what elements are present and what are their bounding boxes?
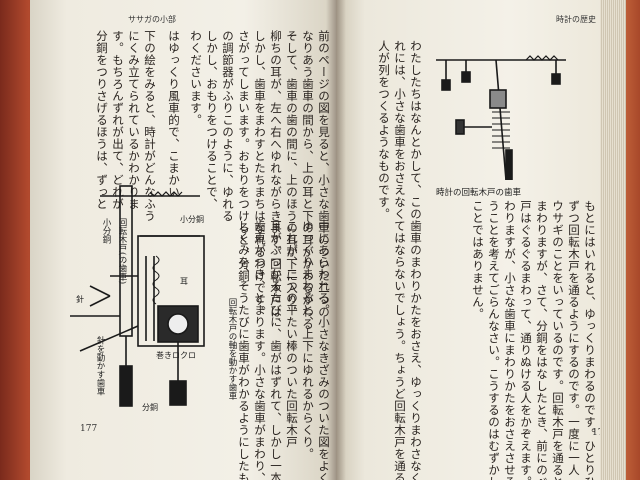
left-page-number: 177 [80, 424, 98, 434]
left-text-col: しかし、歯車をまわすとたちまちはなれるわけです。 [253, 30, 267, 318]
right-text-col: うことを考えてごらんなさい。こうするのはむずかしい [487, 200, 501, 480]
right-text-col: ウサギのことをいっているのです。回転木戸を通るときは、 [551, 200, 565, 480]
left-text-col: の調節器がふりこのように、ゆれる [221, 30, 235, 222]
escapement-figure [436, 55, 566, 180]
figure-label: 巻きロクロ [156, 351, 196, 360]
figure-caption: 時計の回転木戸の歯車 [436, 188, 522, 198]
figure-label: 小分銅 [180, 215, 204, 224]
figure-label: 針を動かす歯車 [95, 336, 105, 396]
left-text-col: 下の絵をみると、時計がどんなふう [143, 30, 157, 222]
left-text-col: 分銅をつりさげるほうは、ずっと [95, 30, 109, 210]
right-text-col: 戸はぐるぐるまわって、通りぬける人をかぞえます。 [519, 200, 533, 480]
right-running-head: 時計の歴史 [556, 15, 596, 24]
right-text-col: ずつ回転木戸を通るようにするのです。一度に一人 [567, 200, 581, 476]
right-text-col: わたしたちはなんとかして、この歯車のまわりかたをおさえ、ゆっくりまわさなくてはな… [409, 40, 423, 480]
right-text-col: れには、小さな歯車をおさえなくてはならないでしょう。ちょうど回転木戸を通る [393, 40, 407, 480]
left-text-col: 柳ちの耳が、左へ右へゆれながらきます。回転木戸は、 [269, 30, 283, 330]
right-text-col: 人が列をつくるようなものです。 [377, 40, 391, 220]
figure-label: 回転木戸の軸を動かす歯車 [227, 298, 237, 400]
left-text-col: にくみ立てられているかわかりま [127, 30, 141, 210]
right-text-col: まわりますが、さて、分銅をはなしたとき、前にのべたように、大 [535, 200, 549, 480]
figure-label: 小分銅 [101, 218, 111, 244]
left-text-col: 中にあらわれる。小さなきざみのついた図をよく見てください。回転木戸、つまり歯車を [317, 220, 331, 480]
left-page: ササガの小部 前のページの図を見ると、小さな歯車のついた二つの なりあう歯車の間… [30, 0, 336, 480]
right-text-col: もとにはいれると、ゆっくりまわるのです。ひとりひとり [583, 200, 597, 480]
figure-label: 分銅 [142, 403, 158, 412]
figure-label: 回転木戸(の歯車) [117, 218, 127, 285]
book-gutter [326, 0, 346, 480]
figure-label: 耳 [180, 277, 188, 286]
left-text-col: 歯車がつき、とまります。小さな歯車がまわり、 [253, 220, 267, 480]
clock-mechanism-figure [70, 185, 205, 407]
left-text-col: なりあう歯車の間から、上の耳と下の耳がかわるがわる [301, 30, 315, 330]
left-running-head: ササガの小部 [128, 15, 176, 24]
left-text-col: これが、二つの平たい棒のついた回転木戸 [285, 220, 299, 448]
page-edges [600, 0, 626, 480]
left-text-col: さがってしまいます。おもりをつけると、分銅 [237, 30, 251, 282]
left-text-col: ゆっくりまわると、上下にゆれるからくり。 [301, 220, 315, 460]
left-text-col: 耳がぶつかるたびに、歯がはずれて、しかし一本の [269, 220, 283, 480]
right-page: 時計の歴史 時計の回転木戸の歯車 わたしたちはなんとかして [336, 0, 626, 480]
left-text-col: そして、歯車の歯の間に、上のほうの耳が下に入り、 [285, 30, 299, 318]
left-text-col: はゆっくり風車的で、こまかい [167, 30, 181, 198]
left-text-col: す。もちろんずれが出て、どれが [111, 30, 125, 210]
left-text-col: わくださいます。 [189, 30, 203, 126]
right-text-col: わりますが、小さな歯車にまわりかたをおさえさせるには、すぐわかる [503, 200, 517, 480]
left-text-col: しくみを、そうたびに歯車がわかるようにしたものです。 [237, 220, 251, 480]
right-text-col: ことではありません。 [471, 200, 485, 320]
figure-label: 針 [76, 295, 84, 304]
left-text-col: しかし、おもりをつけることで、 [205, 30, 219, 210]
